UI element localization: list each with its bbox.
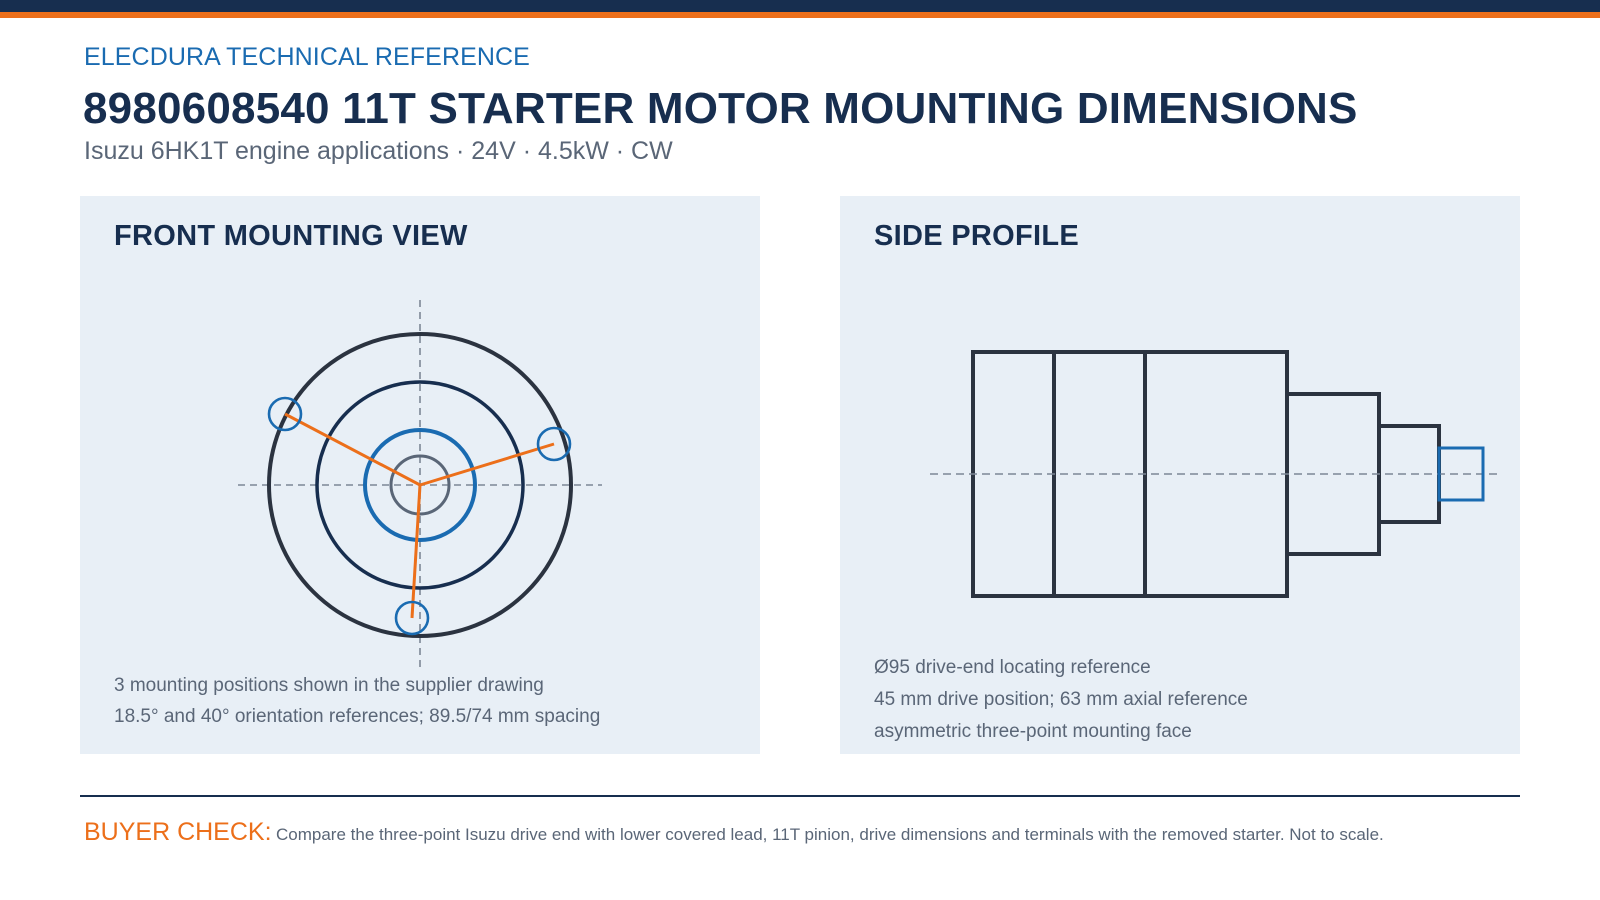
locating-spigot-circle (363, 428, 477, 542)
front-view-diagram (238, 300, 602, 670)
top-orange-bar (0, 12, 1600, 18)
side-profile-diagram (930, 350, 1498, 598)
body-circle (315, 380, 525, 590)
top-navy-bar (0, 0, 1600, 12)
side-profile-panel: SIDE PROFILE Ø95 drive-end locating refe… (840, 196, 1520, 754)
front-note-2: 18.5° and 40° orientation references; 89… (114, 706, 601, 727)
front-view-panel: FRONT MOUNTING VIEW 3 mounting positions… (80, 196, 760, 754)
mounting-spoke-upper-left (284, 412, 421, 487)
buyer-check: BUYER CHECK: Compare the three-point Isu… (84, 818, 1384, 847)
shaft-circle (389, 454, 451, 516)
front-note-1: 3 mounting positions shown in the suppli… (114, 675, 544, 696)
kicker-label: ELECDURA TECHNICAL REFERENCE (84, 43, 530, 71)
outer-flange-circle (267, 332, 573, 638)
mounting-hole-right (536, 426, 572, 462)
side-note-3: asymmetric three-point mounting face (874, 721, 1192, 742)
pinion-outline (1437, 446, 1485, 502)
front-view-heading: FRONT MOUNTING VIEW (114, 220, 468, 252)
mounting-spoke-bottom (410, 484, 422, 619)
mounting-hole-bottom (394, 600, 430, 636)
buyer-check-label: BUYER CHECK: (84, 818, 272, 846)
page-title: 8980608540 11T STARTER MOTOR MOUNTING DI… (83, 84, 1358, 133)
mounting-spoke-right (419, 442, 555, 487)
side-note-1: Ø95 drive-end locating reference (874, 657, 1151, 678)
page-subtitle: Isuzu 6HK1T engine applications · 24V · … (84, 137, 673, 165)
side-profile-heading: SIDE PROFILE (874, 220, 1080, 252)
buyer-check-text: Compare the three-point Isuzu drive end … (276, 825, 1384, 844)
footer-divider (80, 795, 1520, 797)
mounting-hole-upper-left (267, 396, 303, 432)
side-note-2: 45 mm drive position; 63 mm axial refere… (874, 689, 1248, 710)
